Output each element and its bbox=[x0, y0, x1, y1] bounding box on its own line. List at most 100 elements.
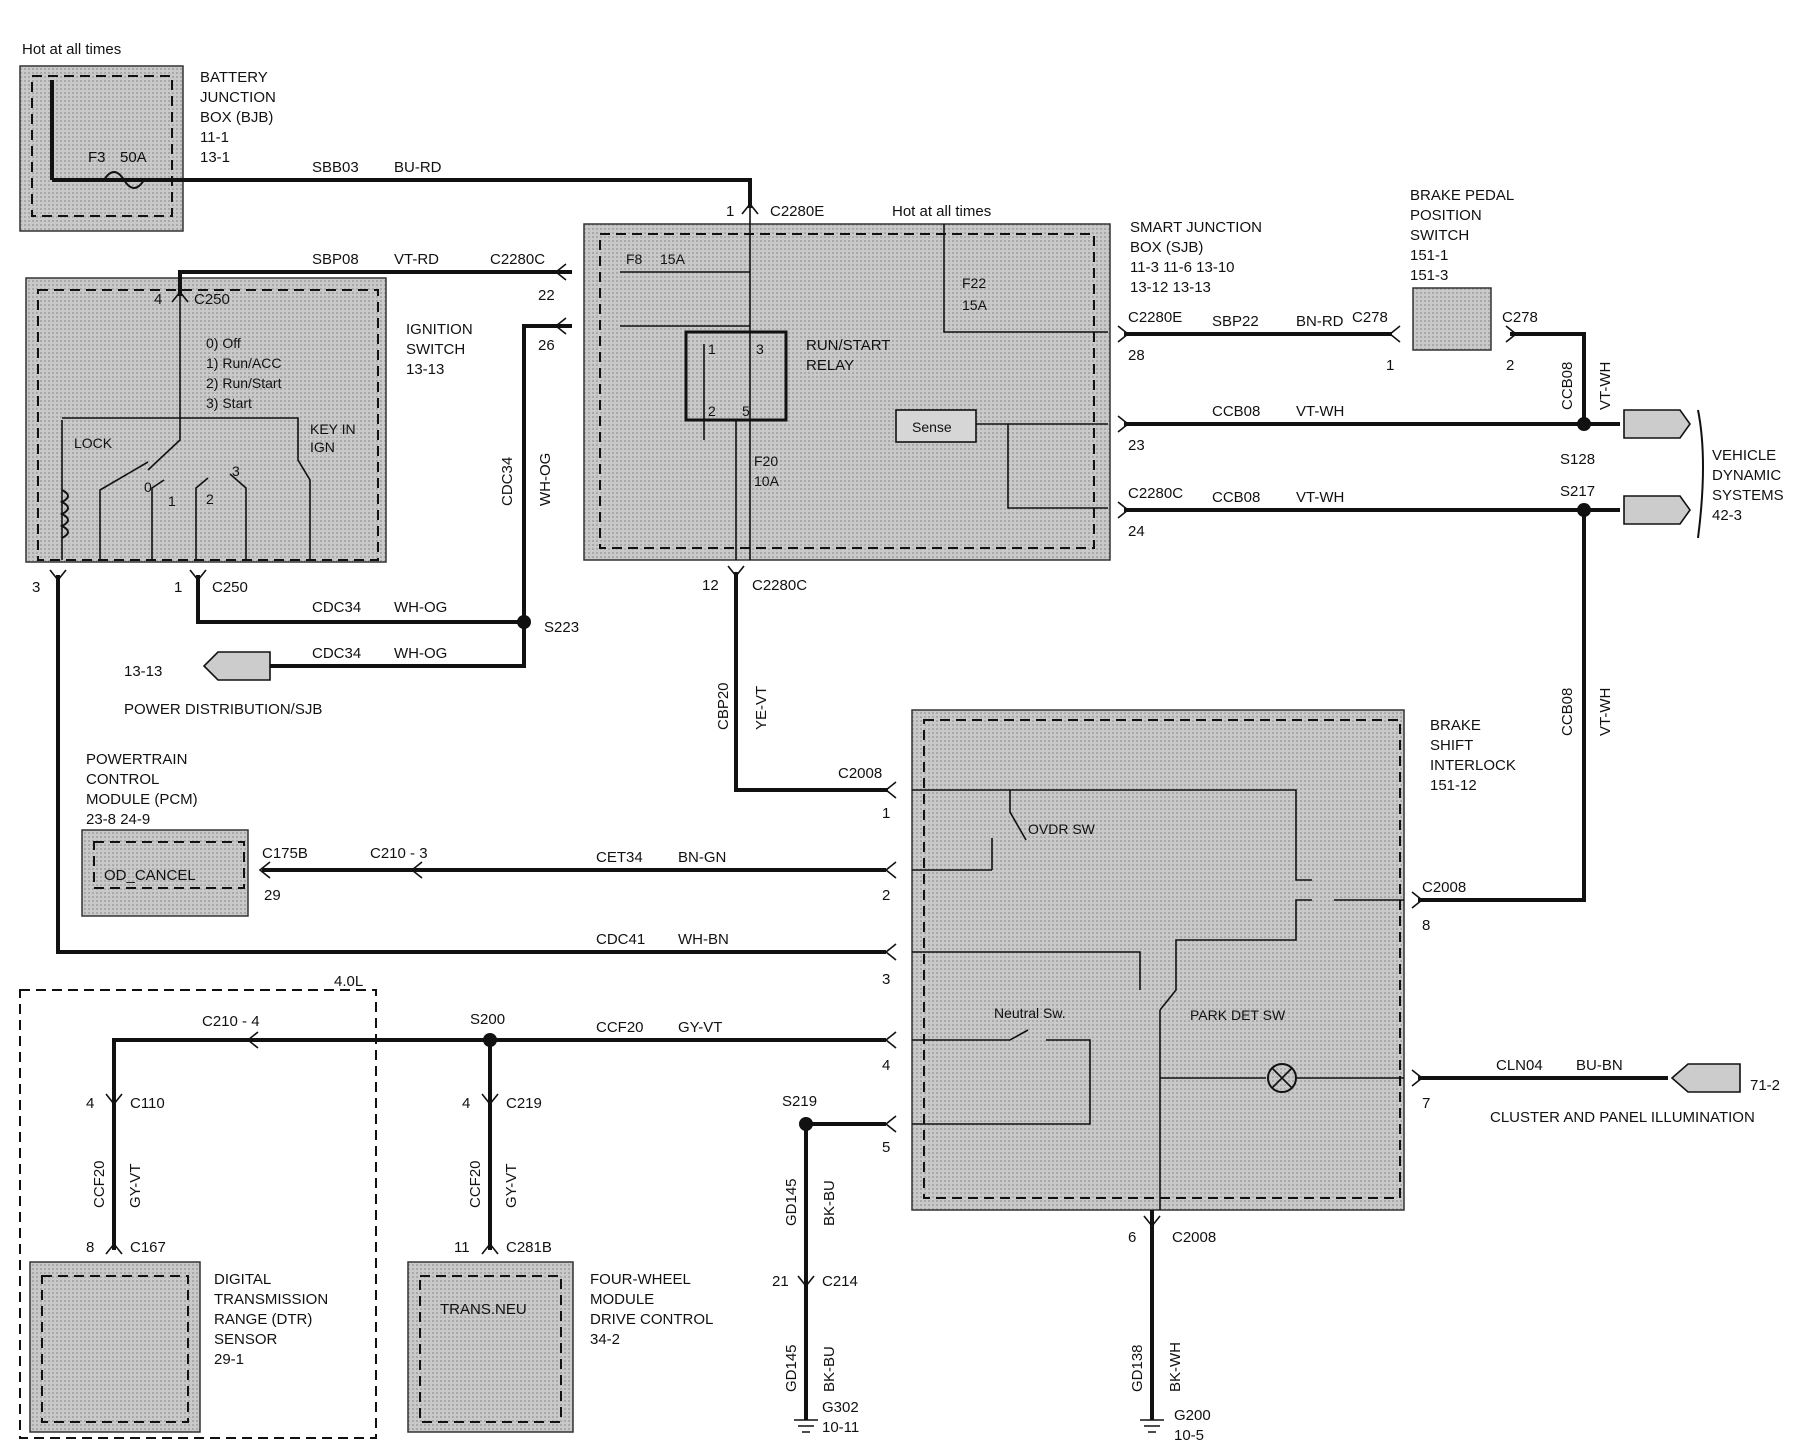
svg-text:C214: C214 bbox=[822, 1273, 858, 1290]
svg-text:BRAKE: BRAKE bbox=[1430, 717, 1481, 734]
svg-text:C167: C167 bbox=[130, 1239, 166, 1256]
hot-label-top: Hot at all times bbox=[22, 41, 121, 58]
svg-text:CDC34: CDC34 bbox=[499, 457, 516, 506]
svg-text:WH-OG: WH-OG bbox=[394, 645, 447, 662]
svg-text:6: 6 bbox=[1128, 1229, 1136, 1246]
svg-text:151-1: 151-1 bbox=[1410, 247, 1448, 264]
svg-text:RANGE (DTR): RANGE (DTR) bbox=[214, 1311, 312, 1328]
svg-text:3: 3 bbox=[882, 971, 890, 988]
svg-text:1) Run/ACC: 1) Run/ACC bbox=[206, 355, 281, 371]
svg-text:RELAY: RELAY bbox=[806, 357, 854, 374]
cluster-label: CLUSTER AND PANEL ILLUMINATION bbox=[1490, 1109, 1755, 1126]
svg-text:C278: C278 bbox=[1352, 309, 1388, 326]
pcm-label: POWERTRAIN CONTROL MODULE (PCM) 23-8 24-… bbox=[86, 751, 198, 884]
svg-text:11-1: 11-1 bbox=[200, 129, 229, 146]
svg-text:WH-OG: WH-OG bbox=[394, 599, 447, 616]
svg-text:3: 3 bbox=[232, 463, 240, 479]
svg-text:INTERLOCK: INTERLOCK bbox=[1430, 757, 1516, 774]
svg-text:C278: C278 bbox=[1502, 309, 1538, 326]
svg-text:VT-WH: VT-WH bbox=[1296, 489, 1344, 506]
svg-text:2: 2 bbox=[708, 403, 716, 419]
svg-text:SYSTEMS: SYSTEMS bbox=[1712, 487, 1784, 504]
svg-text:23: 23 bbox=[1128, 437, 1145, 454]
svg-text:C210 - 4: C210 - 4 bbox=[202, 1013, 260, 1030]
svg-text:GD145: GD145 bbox=[783, 1178, 800, 1226]
svg-text:BK-WH: BK-WH bbox=[1167, 1342, 1184, 1392]
wire-labels: SBB03 BU-RD SBP08 VT-RD SBP22 BN-RD CCB0… bbox=[312, 159, 1623, 1074]
svg-text:C110: C110 bbox=[130, 1095, 165, 1112]
svg-text:4: 4 bbox=[462, 1095, 470, 1112]
svg-text:4: 4 bbox=[154, 291, 162, 308]
svg-text:G302: G302 bbox=[822, 1399, 859, 1416]
svg-text:1: 1 bbox=[1386, 357, 1394, 374]
svg-text:S223: S223 bbox=[544, 619, 579, 636]
svg-text:POWERTRAIN: POWERTRAIN bbox=[86, 751, 187, 768]
svg-text:C2008: C2008 bbox=[1422, 879, 1466, 896]
svg-text:JUNCTION: JUNCTION bbox=[200, 89, 276, 106]
svg-text:POSITION: POSITION bbox=[1410, 207, 1482, 224]
svg-text:S217: S217 bbox=[1560, 483, 1595, 500]
power-dist-ref: 13-13 bbox=[124, 663, 162, 680]
svg-text:WH-OG: WH-OG bbox=[537, 453, 554, 506]
ground-labels: G302 10-11 G200 10-5 bbox=[822, 1399, 1211, 1444]
ignition-switch-box bbox=[25, 277, 387, 563]
svg-text:F3: F3 bbox=[88, 149, 106, 166]
svg-text:CCB08: CCB08 bbox=[1559, 362, 1576, 410]
svg-text:C2280E: C2280E bbox=[1128, 309, 1182, 326]
svg-text:1: 1 bbox=[726, 203, 734, 220]
pcm-box bbox=[81, 829, 249, 917]
svg-text:Sense: Sense bbox=[912, 419, 952, 435]
svg-text:151-3: 151-3 bbox=[1410, 267, 1448, 284]
svg-text:CCB08: CCB08 bbox=[1559, 688, 1576, 736]
svg-text:12: 12 bbox=[702, 577, 719, 594]
svg-text:TRANSMISSION: TRANSMISSION bbox=[214, 1291, 328, 1308]
svg-text:GY-VT: GY-VT bbox=[503, 1164, 520, 1208]
svg-text:C2280C: C2280C bbox=[752, 577, 807, 594]
svg-text:VT-WH: VT-WH bbox=[1597, 362, 1614, 410]
svg-text:RUN/START: RUN/START bbox=[806, 337, 890, 354]
svg-text:7: 7 bbox=[1422, 1095, 1430, 1112]
svg-text:13-12 13-13: 13-12 13-13 bbox=[1130, 279, 1211, 296]
off-page-flags bbox=[202, 409, 1741, 1093]
svg-text:GD138: GD138 bbox=[1129, 1344, 1146, 1392]
svg-text:IGNITION: IGNITION bbox=[406, 321, 473, 338]
svg-text:MODULE (PCM): MODULE (PCM) bbox=[86, 791, 198, 808]
svg-text:11: 11 bbox=[454, 1239, 470, 1256]
sense-box bbox=[895, 409, 977, 443]
brake-pedal-switch-box bbox=[1412, 287, 1492, 351]
svg-text:CLN04: CLN04 bbox=[1496, 1057, 1543, 1074]
svg-text:S200: S200 bbox=[470, 1011, 505, 1028]
svg-text:BU-RD: BU-RD bbox=[394, 159, 442, 176]
svg-text:C281B: C281B bbox=[506, 1239, 552, 1256]
svg-text:11-3 11-6 13-10: 11-3 11-6 13-10 bbox=[1130, 259, 1235, 276]
svg-text:15A: 15A bbox=[660, 251, 686, 267]
bsi-box bbox=[911, 709, 1405, 1211]
svg-text:1: 1 bbox=[168, 493, 176, 509]
svg-text:C2280E: C2280E bbox=[770, 203, 824, 220]
svg-text:24: 24 bbox=[1128, 523, 1145, 540]
svg-text:C2280C: C2280C bbox=[1128, 485, 1183, 502]
svg-text:BK-BU: BK-BU bbox=[821, 1180, 838, 1226]
svg-text:C175B: C175B bbox=[262, 845, 308, 862]
svg-text:13-13: 13-13 bbox=[406, 361, 444, 378]
engine-4l-outline bbox=[19, 989, 377, 1439]
ignition-contacts: 0 1 2 3 bbox=[144, 463, 240, 509]
svg-text:F8: F8 bbox=[626, 251, 643, 267]
svg-text:BU-BN: BU-BN bbox=[1576, 1057, 1623, 1074]
wires bbox=[50, 80, 1668, 1420]
svg-text:DRIVE CONTROL: DRIVE CONTROL bbox=[590, 1311, 713, 1328]
svg-text:5: 5 bbox=[882, 1139, 890, 1156]
svg-text:1: 1 bbox=[708, 341, 716, 357]
power-dist-label: POWER DISTRIBUTION/SJB bbox=[124, 701, 322, 718]
svg-text:C2280C: C2280C bbox=[490, 251, 545, 268]
svg-text:S128: S128 bbox=[1560, 451, 1595, 468]
svg-text:0) Off: 0) Off bbox=[206, 335, 241, 351]
svg-text:3) Start: 3) Start bbox=[206, 395, 252, 411]
svg-text:C2008: C2008 bbox=[838, 765, 882, 782]
connector-labels: C2280E C2280C C250 C250 C278 C278 C2280E… bbox=[130, 203, 1538, 1290]
svg-text:1: 1 bbox=[882, 805, 890, 822]
hot-label-sjb: Hot at all times bbox=[892, 203, 991, 220]
svg-text:42-3: 42-3 bbox=[1712, 507, 1742, 524]
svg-text:SBP08: SBP08 bbox=[312, 251, 359, 268]
